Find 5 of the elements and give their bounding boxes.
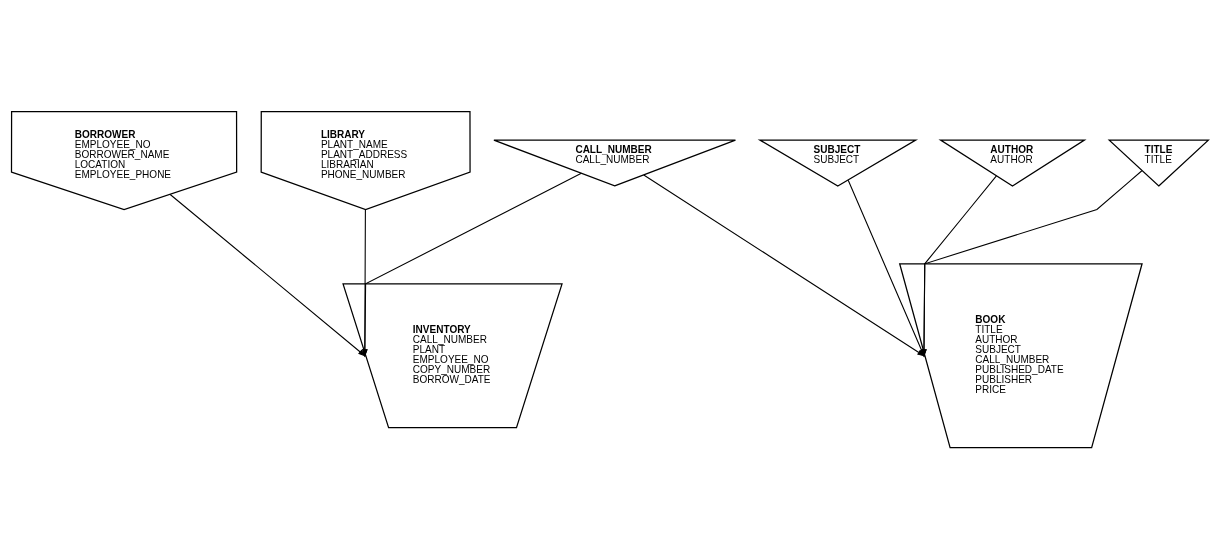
arrow	[921, 169, 1143, 357]
arrow	[921, 174, 997, 357]
arrow	[362, 172, 582, 357]
arrow	[362, 208, 368, 357]
arrow	[169, 193, 367, 357]
